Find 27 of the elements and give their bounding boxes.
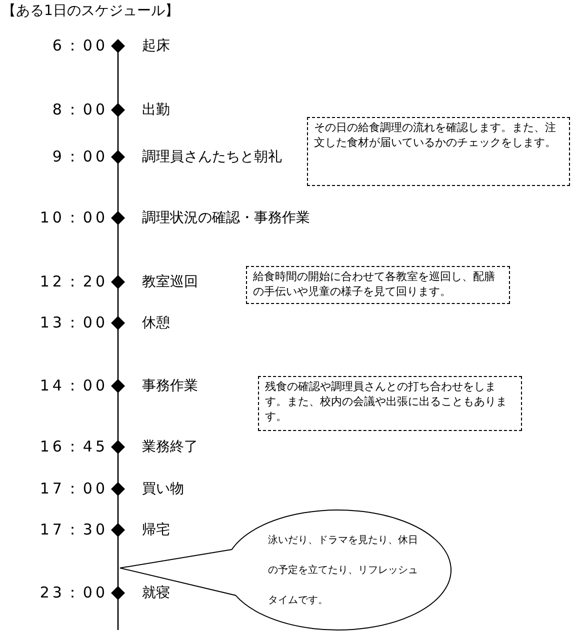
note-box: 残食の確認や調理員さんとの打ち合わせをします。また、校内の会議や出張に出ることもあります。 xyxy=(258,376,522,431)
time-label: 12：20 xyxy=(40,272,108,292)
time-label: 13：00 xyxy=(40,314,108,332)
time-label: 17：30 xyxy=(40,520,108,540)
activity-label: 調理状況の確認・事務作業 xyxy=(142,209,310,227)
activity-label: 帰宅 xyxy=(142,521,170,539)
note-box: その日の給食調理の流れを確認します。また、注文した食材が届いているかのチェックをします。 xyxy=(307,117,570,186)
activity-label: 業務終了 xyxy=(142,438,198,456)
activity-label: 休憩 xyxy=(142,314,170,332)
activity-label: 事務作業 xyxy=(142,377,198,395)
note-box: 給食時間の開始に合わせて各教室を巡回し、配膳の手伝いや児童の様子を見て回ります。 xyxy=(246,266,510,304)
bubble-text: 泳いだり、ドラマを見たり、休日の予定を立てたり、リフレッシュタイムです。 xyxy=(268,534,418,608)
title: 【ある1日のスケジュール】 xyxy=(2,2,179,20)
activity-label: 教室巡回 xyxy=(142,273,198,291)
activity-label: 出勤 xyxy=(142,101,170,119)
time-label: 6：00 xyxy=(52,36,108,56)
time-label: 14：00 xyxy=(40,376,108,396)
time-label: 16：45 xyxy=(40,438,108,456)
time-label: 10：00 xyxy=(40,208,108,228)
time-label: 9：00 xyxy=(52,148,108,166)
activity-label: 買い物 xyxy=(142,480,184,498)
activity-label: 調理員さんたちと朝礼 xyxy=(142,148,282,166)
time-label: 8：00 xyxy=(52,100,108,120)
time-label: 17：00 xyxy=(40,480,108,498)
activity-label: 就寝 xyxy=(142,584,170,602)
time-label: 23：00 xyxy=(40,584,108,602)
activity-label: 起床 xyxy=(142,37,170,55)
